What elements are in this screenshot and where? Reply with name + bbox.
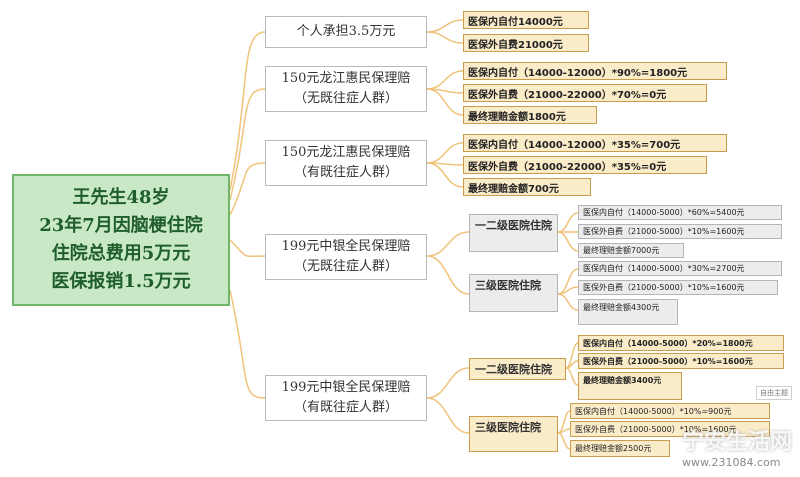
leaf-branch5-sub2-item3[interactable]: 最终理赔金额2500元 xyxy=(570,440,670,457)
connector-root-branch2 xyxy=(229,88,266,201)
leaf-branch5-sub1-item3[interactable]: 最终理赔金额3400元 xyxy=(578,372,682,400)
leaf-branch4-sub1-item1[interactable]: 医保内自付（14000-5000）*60%=5400元 xyxy=(578,205,782,220)
root-topic[interactable]: 王先生48岁 23年7月因脑梗住院 住院总费用5万元 医保报销1.5万元 xyxy=(12,174,230,306)
watermark-url: www.231084.com xyxy=(681,456,781,469)
topic-title-line1: 150元龙江惠民保理赔 xyxy=(281,145,411,160)
leaf-branch2-item1[interactable]: 医保内自付（14000-12000）*90%=1800元 xyxy=(463,62,727,80)
topic-title-line2: （无既往症人群） xyxy=(293,259,398,274)
watermark-text: 宁安生活网 xyxy=(681,430,792,455)
free-topic-tag[interactable]: 自由主题 xyxy=(756,386,792,400)
topic-title-line1: 199元中银全民保理赔 xyxy=(281,380,411,395)
topic-title-line2: （有既往症人群） xyxy=(293,165,398,180)
leaf-branch5-sub1-item1[interactable]: 医保内自付（14000-5000）*20%=1800元 xyxy=(578,335,784,351)
connector-root-branch1 xyxy=(229,31,266,191)
root-line-2: 23年7月因脑梗住院 xyxy=(39,215,203,236)
leaf-branch1-item1[interactable]: 医保内自付14000元 xyxy=(463,11,589,29)
root-line-3: 住院总费用5万元 xyxy=(51,243,191,264)
topic-personal-burden[interactable]: 个人承担3.5万元 xyxy=(265,16,427,48)
root-line-1: 王先生48岁 xyxy=(72,187,170,208)
topic-longjiang-no-preexisting[interactable]: 150元龙江惠民保理赔 （无既往症人群） xyxy=(265,66,427,112)
connector-root-branch4 xyxy=(229,239,266,258)
leaf-branch5-sub2-item2[interactable]: 医保外自费（21000-5000）*10%=1600元 xyxy=(570,421,770,437)
leaf-branch4-sub1-item3[interactable]: 最终理赔金额7000元 xyxy=(578,243,684,258)
leaf-branch4-sub2-item2[interactable]: 医保外自费（21000-5000）*10%=1600元 xyxy=(578,280,778,295)
leaf-branch5-sub2-item1[interactable]: 医保内自付（14000-5000）*10%=900元 xyxy=(570,403,770,419)
connector-root-branch5 xyxy=(229,289,266,399)
connector-root-branch3 xyxy=(229,162,266,216)
topic-title-line1: 199元中银全民保理赔 xyxy=(281,239,411,254)
subtopic-level12-hospital[interactable]: 一二级医院住院 xyxy=(469,358,566,380)
topic-title-line2: （有既往症人群） xyxy=(293,400,398,415)
leaf-branch3-item3[interactable]: 最终理赔金额700元 xyxy=(463,178,591,196)
subtopic-level3-hospital[interactable]: 三级医院住院 xyxy=(469,274,558,312)
site-watermark: 宁安生活网 www.231084.com xyxy=(682,424,792,469)
subtopic-level12-hospital[interactable]: 一二级医院住院 xyxy=(469,214,558,252)
leaf-branch4-sub2-item1[interactable]: 医保内自付（14000-5000）*30%=2700元 xyxy=(578,261,782,276)
topic-title-line2: （无既往症人群） xyxy=(293,91,398,106)
leaf-branch3-item2[interactable]: 医保外自费（21000-22000）*35%=0元 xyxy=(463,156,707,174)
root-line-4: 医保报销1.5万元 xyxy=(51,271,191,292)
leaf-branch2-item3[interactable]: 最终理赔金额1800元 xyxy=(463,106,597,124)
subtopic-level3-hospital[interactable]: 三级医院住院 xyxy=(469,416,558,452)
leaf-branch4-sub2-item3[interactable]: 最终理赔金额4300元 xyxy=(578,299,678,325)
topic-zhongyin-preexisting[interactable]: 199元中银全民保理赔 （有既往症人群） xyxy=(265,375,427,421)
topic-longjiang-preexisting[interactable]: 150元龙江惠民保理赔 （有既往症人群） xyxy=(265,140,427,186)
leaf-branch2-item2[interactable]: 医保外自费（21000-22000）*70%=0元 xyxy=(463,84,707,102)
topic-title-line1: 150元龙江惠民保理赔 xyxy=(281,71,411,86)
topic-title: 个人承担3.5万元 xyxy=(296,24,396,39)
leaf-branch1-item2[interactable]: 医保外自费21000元 xyxy=(463,34,589,52)
topic-zhongyin-no-preexisting[interactable]: 199元中银全民保理赔 （无既往症人群） xyxy=(265,234,427,280)
leaf-branch3-item1[interactable]: 医保内自付（14000-12000）*35%=700元 xyxy=(463,134,727,152)
leaf-branch4-sub1-item2[interactable]: 医保外自费（21000-5000）*10%=1600元 xyxy=(578,224,782,239)
leaf-branch5-sub1-item2[interactable]: 医保外自费（21000-5000）*10%=1600元 xyxy=(578,353,784,369)
